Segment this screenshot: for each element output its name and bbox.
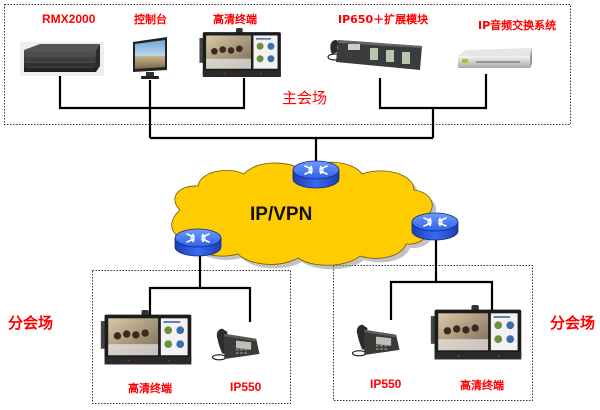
ip-vpn-cloud xyxy=(171,161,437,270)
branch-right-site-label: 分会场 xyxy=(550,314,596,332)
ip-audio-switch-label: IP音频交换系统 xyxy=(478,19,557,32)
main-site-label: 主会场 xyxy=(282,89,328,107)
main-site-links xyxy=(58,74,488,170)
ip650-expansion-icon xyxy=(327,40,422,70)
ip550-right-icon xyxy=(351,324,401,357)
hd-terminal-main-label: 高清终端 xyxy=(213,13,257,26)
ip550-right-label: IP550 xyxy=(370,377,402,391)
rmx2000-label: RMX2000 xyxy=(42,12,96,26)
hd-terminal-right-label: 高清终端 xyxy=(460,379,504,392)
hd-terminal-left-label: 高清终端 xyxy=(128,382,172,395)
ip550-left-icon xyxy=(211,328,261,361)
ip-audio-switch-icon xyxy=(458,48,532,68)
router-branch-left-icon xyxy=(174,228,222,257)
router-branch-right-icon xyxy=(411,212,459,241)
console-label: 控制台 xyxy=(134,13,167,26)
branch-right-boundary xyxy=(333,265,533,401)
rmx2000-mcu-icon xyxy=(20,42,104,76)
ip-vpn-label: IP/VPN xyxy=(250,204,313,225)
hd-terminal-right-icon xyxy=(430,305,522,360)
branch-left-boundary xyxy=(92,270,291,404)
main-site-boundary xyxy=(4,4,571,125)
hd-terminal-left-icon xyxy=(100,310,192,365)
console-monitor-icon xyxy=(133,37,167,79)
hd-terminal-main-icon xyxy=(199,28,281,78)
ip650-label: IP650＋扩展模块 xyxy=(338,13,429,26)
router-main-icon xyxy=(292,160,340,189)
branch-left-site-label: 分会场 xyxy=(8,314,54,332)
ip550-left-label: IP550 xyxy=(230,380,262,394)
